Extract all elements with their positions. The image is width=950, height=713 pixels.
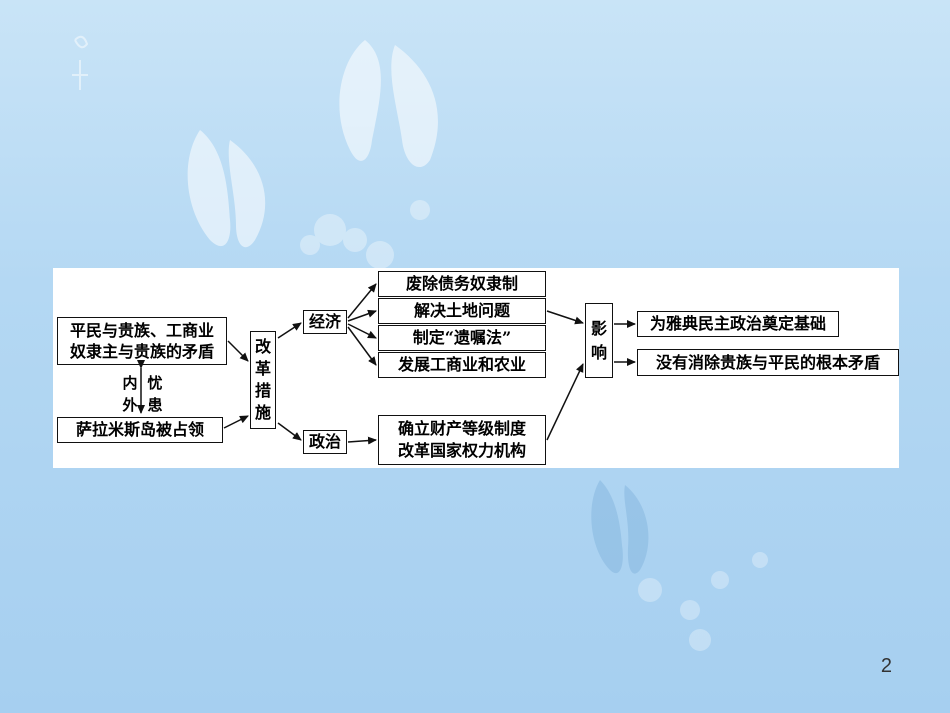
arrow-causes-to-reform <box>227 340 249 362</box>
reform-char-1: 改 <box>254 337 271 356</box>
reform-char-2: 革 <box>254 359 271 378</box>
arrow-politics-to-measures <box>347 436 377 445</box>
reform-measures-box: 改 革 措 施 <box>250 331 276 429</box>
arrow-economy-to-influence <box>546 310 584 325</box>
effect-1: 为雅典民主政治奠定基础 <box>637 311 839 337</box>
arrow-trigger-to-reform <box>223 415 249 429</box>
economy-measure-4: 发展工商业和农业 <box>378 352 546 378</box>
arrow-economy-to-measure-1 <box>347 283 377 319</box>
economy-box: 经济 <box>303 310 347 334</box>
connector-arrows <box>137 283 636 445</box>
influence-char-1: 影 <box>590 318 607 338</box>
politics-box: 政治 <box>303 430 347 454</box>
economy-measure-1: 废除债务奴隶制 <box>378 271 546 297</box>
reform-diagram-panel: 平民与贵族、工商业 奴隶主与贵族的矛盾 内 外 忧 患 萨拉米斯岛被占领 改 革… <box>53 268 899 468</box>
economy-measure-3: 制定“遗嘱法” <box>378 325 546 351</box>
trigger-box: 萨拉米斯岛被占领 <box>57 417 223 443</box>
inner-char-2: 外 <box>122 396 138 414</box>
arrow-reform-to-politics <box>277 422 302 441</box>
outer-trouble-label: 忧 患 <box>145 372 165 416</box>
cause-line-2: 奴隶主与贵族的矛盾 <box>69 342 214 361</box>
influence-char-2: 响 <box>590 342 607 362</box>
outer-char-1: 忧 <box>147 374 163 392</box>
arrow-economy-to-measure-4 <box>347 326 377 366</box>
outer-char-2: 患 <box>147 396 163 414</box>
page-number: 2 <box>880 655 892 677</box>
arrow-economy-to-measure-3 <box>347 323 377 339</box>
politics-measure-1: 确立财产等级制度 <box>397 419 526 438</box>
causes-box: 平民与贵族、工商业 奴隶主与贵族的矛盾 <box>57 317 227 365</box>
reform-char-3: 措 <box>254 381 271 400</box>
arrow-politics-to-influence <box>546 363 584 441</box>
effect-2: 没有消除贵族与平民的根本矛盾 <box>637 349 899 376</box>
politics-measure-2: 改革国家权力机构 <box>397 441 526 460</box>
economy-measure-2: 解决土地问题 <box>378 298 546 324</box>
arrow-reform-to-economy <box>277 322 302 339</box>
cause-line-1: 平民与贵族、工商业 <box>69 321 214 340</box>
inner-trouble-label: 内 外 <box>120 372 140 416</box>
arrow-economy-to-measure-2 <box>347 309 377 322</box>
influence-box: 影 响 <box>585 303 613 378</box>
inner-char-1: 内 <box>122 374 138 392</box>
politics-measures-box: 确立财产等级制度 改革国家权力机构 <box>378 415 546 465</box>
reform-char-4: 施 <box>254 403 271 422</box>
